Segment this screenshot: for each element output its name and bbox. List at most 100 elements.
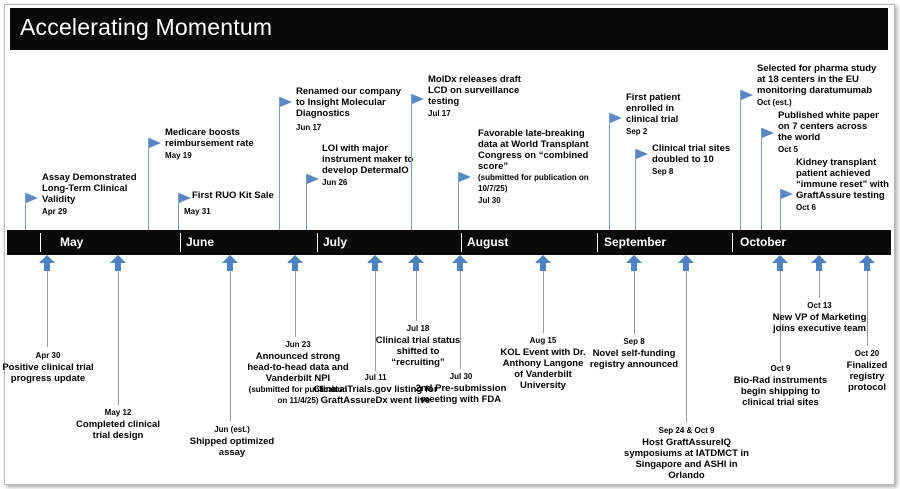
- event-title: First patient enrolled in clinical trial: [626, 92, 681, 125]
- event-below: Sep 24 & Oct 9 Host GraftAssureIQ sympos…: [624, 425, 749, 481]
- arrow-stem: [683, 263, 689, 271]
- connector-line: [543, 271, 544, 333]
- event-above: Favorable late-breaking data at World Tr…: [478, 128, 598, 206]
- event-above: MolDx releases draft LCD on surveillance…: [428, 74, 528, 119]
- arrow-up-icon: [626, 255, 642, 263]
- event-below: Jun 23 Announced strong head-to-head dat…: [243, 339, 353, 406]
- event-above: Kidney transplant patient achieved “immu…: [796, 157, 891, 213]
- month-separator: [732, 233, 733, 252]
- month-separator: [597, 233, 598, 252]
- timeline-axis: [7, 230, 891, 255]
- month-separator: [40, 233, 41, 252]
- event-above: Clinical trial sites doubled to 10 Sep 8: [652, 143, 742, 177]
- event-date: Sep 2: [626, 127, 648, 136]
- flag-pole: [306, 174, 307, 230]
- connector-line: [867, 271, 868, 346]
- arrow-stem: [44, 263, 50, 271]
- connector-line: [634, 271, 635, 334]
- event-below: Oct 9 Bio-Rad instruments begin shipping…: [728, 363, 833, 408]
- month-separator: [317, 233, 318, 252]
- event-date: Jun (est.): [214, 425, 250, 434]
- flag-pole: [740, 90, 741, 230]
- event-below: Jun (est.) Shipped optimized assay: [182, 424, 282, 458]
- event-above: Medicare boosts reimbursement rate May 1…: [165, 127, 275, 161]
- arrow-stem: [372, 263, 378, 271]
- event-title: Renamed our company to Insight Molecular…: [296, 86, 402, 119]
- event-title: 2nd Pre-submission meeting with FDA: [415, 383, 507, 405]
- event-title: ClinicalTrials.gov listing for GraftAssu…: [313, 384, 438, 406]
- event-note: (submitted for publication on 10/7/25): [478, 173, 589, 193]
- month-label-september: September: [604, 235, 667, 249]
- event-date: May 12: [104, 408, 132, 417]
- arrow-up-icon: [110, 255, 126, 263]
- arrow-up-icon: [367, 255, 383, 263]
- event-below: Oct 13 New VP of Marketing joins executi…: [772, 300, 867, 334]
- event-note: (submitted for publication on 11/4/25): [248, 385, 348, 405]
- arrow-up-icon: [859, 255, 875, 263]
- flag-icon: [636, 149, 648, 159]
- month-label-august: August: [467, 235, 509, 249]
- flag-pole: [148, 138, 149, 230]
- flag-icon: [741, 90, 753, 100]
- event-date: Aug 15: [529, 336, 557, 345]
- arrow-stem: [864, 263, 870, 271]
- event-date: Oct 5: [778, 145, 799, 154]
- event-date: Jul 17: [428, 109, 451, 118]
- event-date: Oct 20: [854, 349, 880, 358]
- event-above: First RUO Kit Sale May 31: [184, 190, 287, 217]
- event-title: Clinical trial sites doubled to 10: [652, 143, 731, 165]
- event-above: Renamed our company to Insight Molecular…: [296, 86, 406, 133]
- event-date: Sep 24 & Oct 9: [658, 426, 715, 435]
- connector-line: [230, 271, 231, 421]
- connector-line: [416, 271, 417, 321]
- arrow-up-icon: [678, 255, 694, 263]
- event-date: Jun 17: [296, 123, 322, 132]
- flag-icon: [179, 193, 191, 203]
- event-title: Announced strong head-to-head data and V…: [247, 351, 349, 384]
- month-label-july: July: [323, 235, 348, 249]
- event-above: Published white paper on 7 centers acros…: [778, 110, 883, 155]
- event-above: LOI with major instrument maker to devel…: [322, 143, 422, 188]
- event-below: May 12 Completed clinical trial design: [68, 407, 168, 441]
- event-title: New VP of Marketing joins executive team: [772, 312, 867, 334]
- event-below: Jul 11 ClinicalTrials.gov listing for Gr…: [313, 372, 438, 406]
- event-title: Clinical trial status shifted to “recrui…: [375, 335, 461, 368]
- event-title: LOI with major instrument maker to devel…: [322, 143, 414, 176]
- event-title: KOL Event with Dr. Anthony Langone of Va…: [500, 347, 586, 391]
- flag-pole: [761, 128, 762, 230]
- event-above: First patient enrolled in clinical trial…: [626, 92, 696, 137]
- flag-icon: [280, 97, 292, 107]
- event-title: MolDx releases draft LCD on surveillance…: [428, 74, 521, 107]
- connector-line: [375, 271, 376, 371]
- arrow-stem: [631, 263, 637, 271]
- flag-icon: [307, 174, 319, 184]
- month-separator: [461, 233, 462, 252]
- month-label-october: October: [740, 235, 787, 249]
- event-title: Medicare boosts reimbursement rate: [165, 127, 254, 149]
- event-date: Jun 23: [285, 340, 311, 349]
- event-date: Jul 30: [478, 196, 501, 205]
- flag-icon: [149, 138, 161, 148]
- event-date: Oct 13: [807, 301, 832, 310]
- arrow-up-icon: [535, 255, 551, 263]
- arrow-up-icon: [408, 255, 424, 263]
- flag-pole: [780, 189, 781, 230]
- event-date: Sep 8: [652, 167, 674, 176]
- connector-line: [686, 271, 687, 423]
- flag-icon: [762, 128, 774, 138]
- arrow-stem: [816, 263, 822, 271]
- event-date: Jul 11: [364, 373, 387, 382]
- flag-icon: [412, 94, 424, 104]
- event-title: First RUO Kit Sale: [192, 190, 274, 201]
- event-title: Bio-Rad instruments begin shipping to cl…: [733, 375, 828, 408]
- arrow-stem: [457, 263, 463, 271]
- page-title: Accelerating Momentum: [20, 14, 273, 40]
- event-title: Published white paper on 7 centers acros…: [778, 110, 879, 143]
- arrow-up-icon: [811, 255, 827, 263]
- event-date: Oct 6: [796, 203, 817, 212]
- flag-icon: [459, 172, 471, 182]
- event-date: Sep 8: [623, 337, 645, 346]
- event-below: Oct 20 Finalized registry protocol: [838, 348, 896, 393]
- event-date: Oct 9: [770, 364, 791, 373]
- title-bar: Accelerating Momentum: [10, 8, 888, 50]
